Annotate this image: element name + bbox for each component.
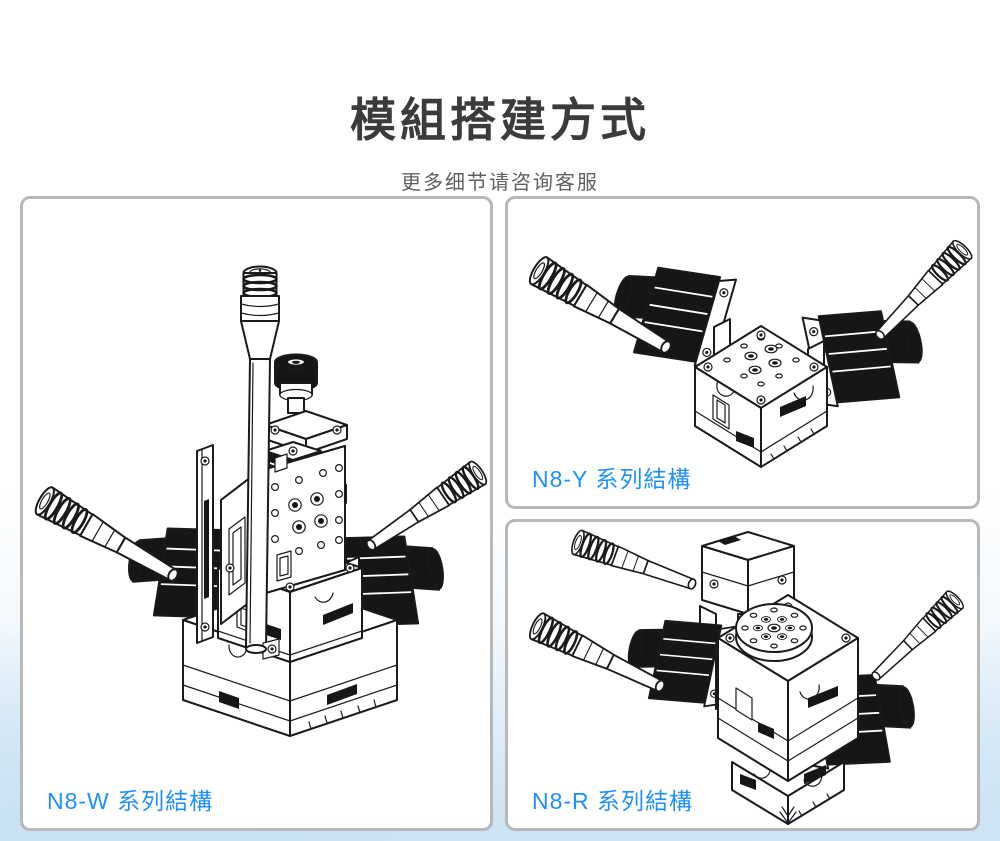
n8r-diagram: [525, 527, 967, 825]
n8r-series-label: N8-R 系列結構: [532, 788, 694, 814]
n8y-series-label: N8-Y 系列結構: [532, 466, 692, 492]
n8w-diagram: [30, 265, 490, 737]
page-subtitle: 更多细节请咨询客服: [401, 172, 599, 194]
panel-n8y: N8-Y 系列結構: [505, 196, 980, 509]
n8y-diagram: [525, 236, 976, 468]
page-title: 模組搭建方式: [350, 94, 650, 146]
panel-n8r: N8-R 系列結構: [505, 519, 980, 831]
panel-n8w: N8-W 系列結構: [20, 196, 493, 831]
n8w-series-label: N8-W 系列結構: [47, 788, 214, 814]
